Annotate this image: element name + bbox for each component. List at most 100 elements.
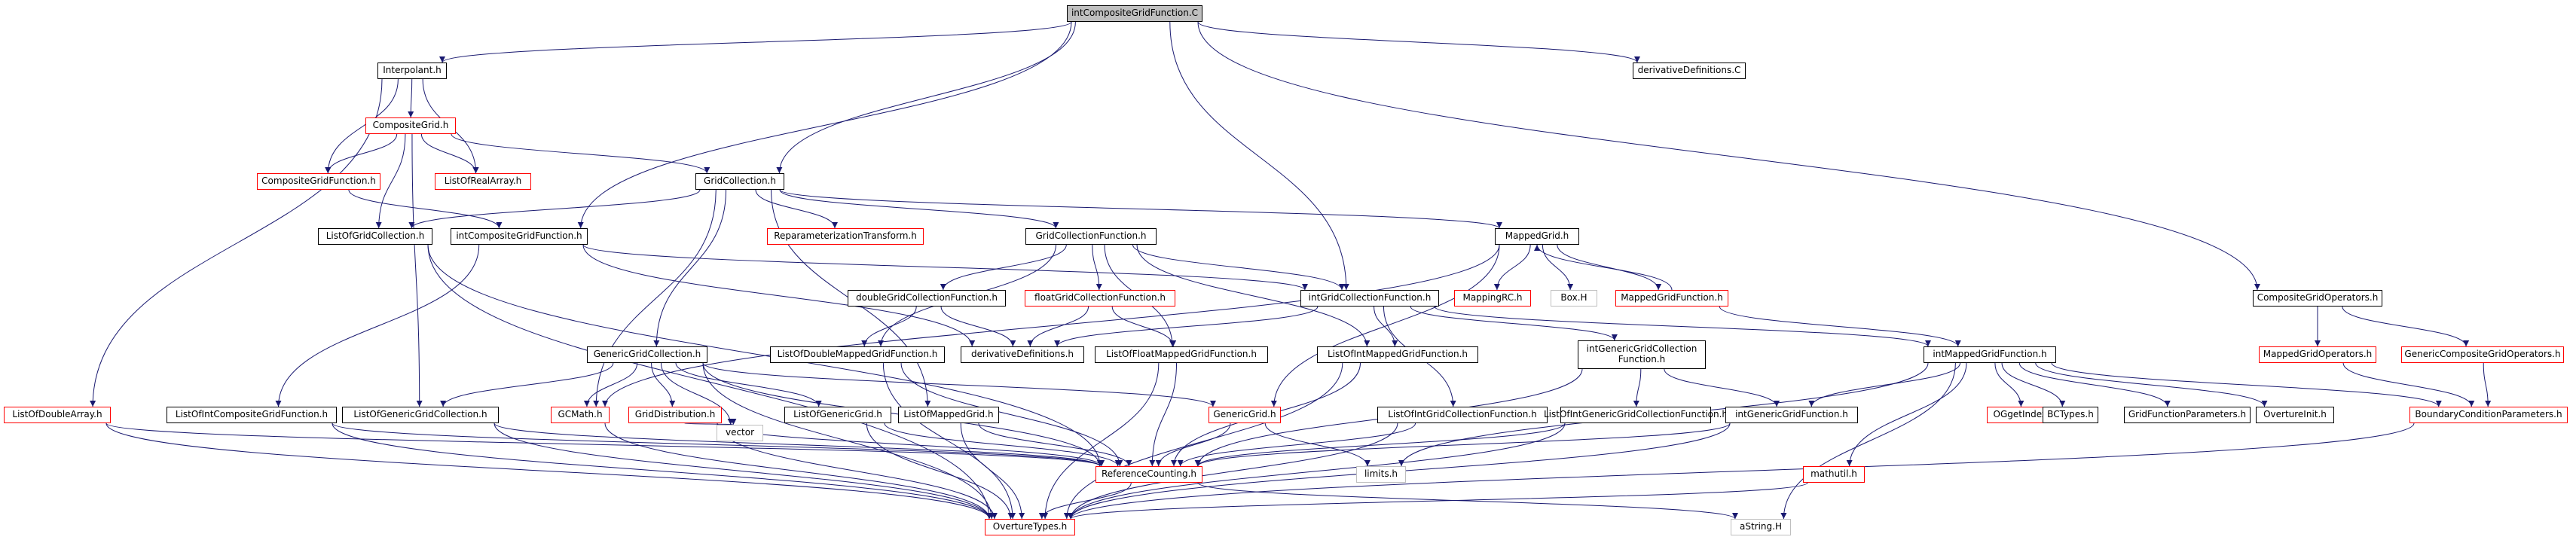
node-gc[interactable]: GridCollection.h — [695, 173, 784, 190]
node-logc[interactable]: ListOfGridCollection.h — [318, 228, 432, 245]
node-gcgo[interactable]: GenericCompositeGridOperators.h — [2401, 346, 2564, 363]
node-root[interactable]: intCompositeGridFunction.C — [1067, 5, 1202, 22]
edge-imgf-to-bct — [2001, 362, 2066, 407]
edge-gcmath-to-ot — [604, 422, 992, 520]
edge-ggc-to-gdist — [651, 362, 676, 407]
node-bct[interactable]: BCTypes.h — [2043, 407, 2098, 423]
edge-cg-to-logc — [375, 133, 406, 229]
node-igenc[interactable]: intGenericGridCollection Function.h — [1578, 340, 1706, 369]
node-loimgf[interactable]: ListOfIntMappedGridFunction.h — [1317, 346, 1478, 363]
edge-gc-to-gcmath — [593, 189, 717, 407]
edge-mg-to-gg — [1270, 244, 1500, 407]
node-loda[interactable]: ListOfDoubleArray.h — [4, 407, 111, 423]
node-mrc[interactable]: MappingRC.h — [1454, 290, 1531, 307]
node-loicgf[interactable]: ListOfIntCompositeGridFunction.h — [167, 407, 337, 423]
node-rt[interactable]: ReparameterizationTransform.h — [767, 228, 924, 245]
node-gcmath[interactable]: GCMath.h — [551, 407, 610, 423]
node-gg[interactable]: GenericGrid.h — [1209, 407, 1281, 423]
edge-cg-to-loggc — [411, 133, 423, 407]
node-ggc[interactable]: GenericGridCollection.h — [587, 346, 707, 363]
edge-loggc-to-rc — [494, 422, 1103, 467]
node-cgf[interactable]: CompositeGridFunction.h — [257, 173, 380, 190]
edge-cg-to-gc — [451, 133, 710, 174]
edge-igenc-to-igmgf — [1664, 368, 1780, 407]
edge-loigcf-to-ot — [1068, 422, 1398, 520]
node-derivH[interactable]: derivativeDefinitions.h — [961, 346, 1084, 363]
edge-loiggcf-to-rc — [1194, 422, 1566, 467]
node-logg[interactable]: ListOfGenericGrid.h — [784, 407, 891, 423]
node-loggc[interactable]: ListOfGenericGridCollection.h — [342, 407, 499, 423]
edge-root-to-cgo — [1197, 21, 2260, 291]
node-oi[interactable]: OvertureInit.h — [2256, 407, 2334, 423]
node-fgcf[interactable]: floatGridCollectionFunction.h — [1025, 290, 1175, 307]
node-bcp[interactable]: BoundaryConditionParameters.h — [2409, 407, 2568, 423]
edge-icgf-to-derivH — [582, 244, 976, 347]
edge-imgf-to-oi — [2035, 362, 2268, 407]
edge-cgo-to-gcgo — [2342, 306, 2470, 347]
edge-gc-to-logc — [408, 189, 701, 229]
edge-root-to-derivC — [1197, 21, 1640, 63]
edge-gg-to-rc — [1155, 422, 1231, 467]
node-cg[interactable]: CompositeGrid.h — [365, 117, 456, 134]
edge-gc-to-ggc — [653, 189, 727, 347]
node-dgcf[interactable]: doubleGridCollectionFunction.h — [848, 290, 1006, 307]
edge-rc-to-ot — [1038, 482, 1132, 520]
edge-gcgo-to-bcp — [2483, 362, 2492, 407]
edge-igenc-to-loiggcf — [1633, 368, 1642, 407]
edge-cg-to-cgf — [325, 133, 398, 174]
edge-cg-to-lora — [420, 133, 479, 174]
node-rc[interactable]: ReferenceCounting.h — [1095, 466, 1202, 483]
edge-loiggcf-to-ot — [1068, 422, 1566, 520]
edge-lodmgf-to-rc — [900, 362, 1123, 467]
node-lodmgf[interactable]: ListOfDoubleMappedGridFunction.h — [770, 346, 945, 363]
node-lofmgf[interactable]: ListOfFloatMappedGridFunction.h — [1095, 346, 1268, 363]
edge-mg-to-gcmath — [602, 244, 1500, 407]
node-interp[interactable]: Interpolant.h — [377, 63, 447, 79]
edge-mgf-to-imgf — [1719, 306, 1961, 347]
edge-icgf-to-loicgf — [275, 244, 480, 407]
edge-interp-to-cgf — [325, 78, 399, 174]
node-gfp[interactable]: GridFunctionParameters.h — [2124, 407, 2251, 423]
node-ot[interactable]: OvertureTypes.h — [985, 519, 1075, 535]
edge-igcf-to-derivH — [1054, 306, 1319, 347]
edge-gc-to-mg — [779, 189, 1502, 229]
edge-gcf-to-igcf — [1132, 244, 1345, 291]
node-lomg[interactable]: ListOfMappedGrid.h — [898, 407, 999, 423]
edge-root-to-interp — [439, 21, 1072, 63]
node-gcf[interactable]: GridCollectionFunction.h — [1025, 228, 1157, 245]
node-lora[interactable]: ListOfRealArray.h — [435, 173, 531, 190]
node-igcf[interactable]: intGridCollectionFunction.h — [1300, 290, 1439, 307]
edge-imgf-to-igmgf — [1808, 362, 1961, 407]
edge-loda-to-rc — [105, 422, 1103, 467]
node-mathutil[interactable]: mathutil.h — [1803, 466, 1865, 483]
node-mgf[interactable]: MappedGridFunction.h — [1615, 290, 1728, 307]
edge-loicgf-to-rc — [332, 422, 1103, 467]
edge-imgf-to-bcp — [2051, 362, 2442, 407]
node-mgo[interactable]: MappedGridOperators.h — [2259, 346, 2376, 363]
node-gdist[interactable]: GridDistribution.h — [628, 407, 722, 423]
edge-cgf-to-icgf — [348, 189, 503, 229]
edge-lomg-to-rc — [978, 422, 1132, 467]
node-loiggcf[interactable]: ListOfIntGenericGridCollectionFunction.h — [1544, 407, 1728, 423]
edge-dgcf-to-lodmgf — [861, 306, 917, 347]
edge-logg-to-rc — [884, 422, 1121, 467]
edge-gcf-to-fgcf — [1092, 244, 1102, 291]
node-imgf[interactable]: intMappedGridFunction.h — [1924, 346, 2056, 363]
node-icgf[interactable]: intCompositeGridFunction.h — [451, 228, 588, 245]
node-mg[interactable]: MappedGrid.h — [1495, 228, 1579, 245]
edge-gc-to-rt — [755, 189, 838, 229]
edge-mgf-to-mg — [1534, 244, 1673, 291]
edge-ggc-to-loggc — [440, 362, 614, 407]
edge-gdist-to-rc — [717, 422, 1105, 467]
node-derivC[interactable]: derivativeDefinitions.C — [1633, 63, 1746, 79]
edge-ggc-to-gcmath — [583, 362, 638, 407]
node-loigcf[interactable]: ListOfIntGridCollectionFunction.h — [1377, 407, 1548, 423]
edge-mathutil-to-ot — [1068, 482, 1808, 520]
edge-mg-to-mrc — [1493, 244, 1531, 291]
edge-imgf-to-astring — [1780, 362, 1956, 520]
edge-loicgf-to-ot — [332, 422, 992, 520]
edge-lofmgf-to-rc — [1149, 362, 1178, 467]
node-cgo[interactable]: CompositeGridOperators.h — [2253, 290, 2382, 307]
node-igmgf[interactable]: intGenericGridFunction.h — [1725, 407, 1858, 423]
